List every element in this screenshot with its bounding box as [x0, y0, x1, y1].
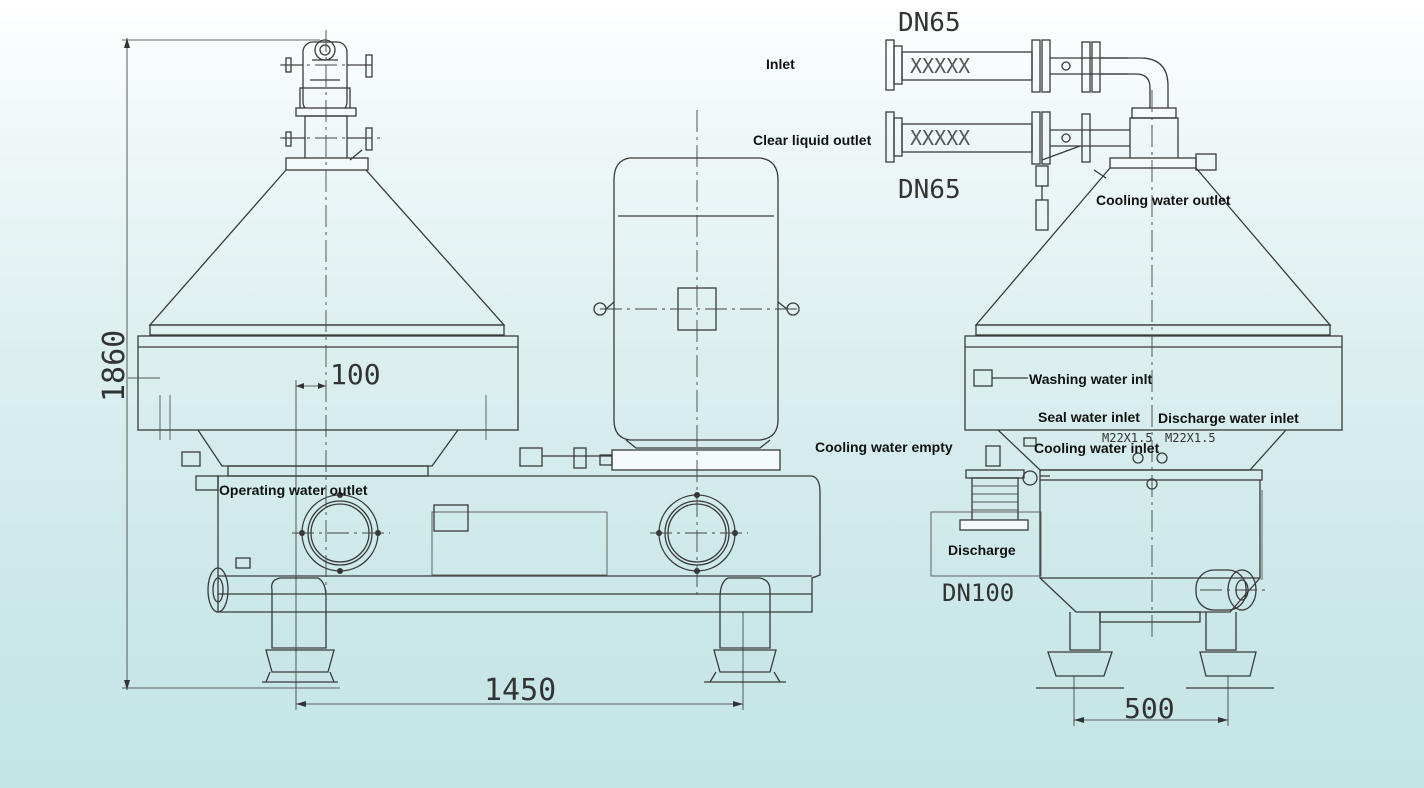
- label-discharge: Discharge: [948, 542, 1016, 558]
- dn-outlet-dimension: DN65: [898, 175, 961, 205]
- label-seal-water-inlet: Seal water inlet: [1038, 409, 1140, 425]
- thread-size-2: M22X1.5: [1165, 431, 1216, 445]
- dn-inlet-dimension: DN65: [898, 8, 961, 38]
- label-cooling-water-outlet: Cooling water outlet: [1096, 192, 1231, 208]
- label-cooling-water-inlet: Cooling water inlet: [1034, 440, 1160, 456]
- label-clear-liquid-outlet: Clear liquid outlet: [753, 132, 872, 148]
- label-washing-water-inlet: Washing water inlt: [1029, 371, 1153, 387]
- svg-text:XXXXX: XXXXX: [910, 54, 970, 78]
- length-dimension: 1450: [484, 673, 556, 708]
- label-operating-water-outlet: Operating water outlet: [219, 482, 368, 498]
- width-dimension: 500: [1124, 692, 1175, 725]
- label-cooling-water-empty: Cooling water empty: [815, 439, 953, 455]
- thread-size-1: M22X1.5: [1102, 431, 1153, 445]
- label-discharge-water-inlet: Discharge water inlet: [1158, 410, 1299, 426]
- label-inlet: Inlet: [766, 56, 795, 72]
- height-dimension: 1860: [97, 330, 132, 402]
- dn-discharge-dimension: DN100: [942, 579, 1014, 607]
- separator-side-view: XXXXX XXXXX: [885, 8, 1343, 726]
- offset-dimension: 100: [330, 358, 381, 391]
- bellows-icon: [959, 469, 1029, 531]
- separator-front-view: 1860 100 1450: [97, 30, 821, 710]
- motor-icon: [593, 157, 800, 449]
- svg-text:XXXXX: XXXXX: [910, 126, 970, 150]
